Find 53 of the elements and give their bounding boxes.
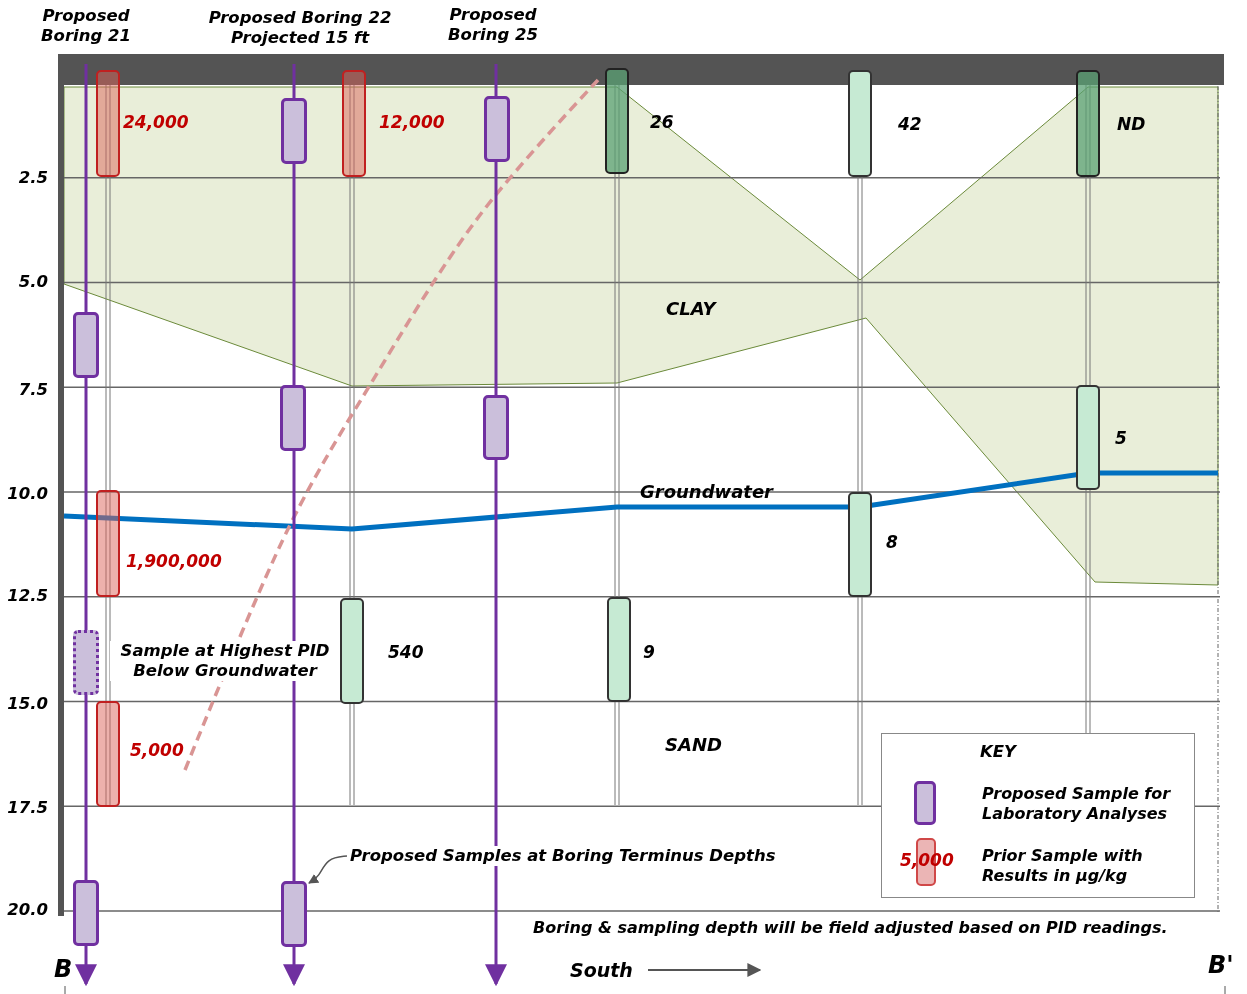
proposed-sample-marker [73,630,99,695]
sample-result: 24,000 [123,112,189,132]
prior-sample-marker [96,490,120,597]
proposed-sample-marker [280,385,306,451]
key-title: KEY [980,742,1016,762]
depth-label: 10.0 [6,484,48,504]
section-label: B' [1208,950,1234,980]
sample-result: 1,900,000 [126,551,222,571]
pid-reading: 42 [898,114,922,134]
depth-label: 15.0 [6,694,48,714]
sample-marker [1076,385,1100,490]
proposed-sample-marker [73,312,99,378]
layer-label: CLAY [666,299,716,319]
sample-result: 5,000 [130,740,184,760]
depth-label: 5.0 [17,272,48,292]
sample-marker [1076,70,1100,177]
pid-reading: 26 [650,112,674,132]
sample-marker [340,598,364,704]
proposed-sample-marker [281,881,307,947]
prior-sample-marker [342,70,366,177]
layer-label: SAND [665,735,722,755]
pid-reading: 540 [388,642,424,662]
proposed-sample-marker [73,880,99,946]
boring-label: Proposed Boring 25 [447,5,539,45]
note-text: Boring & sampling depth will be field adjusted based on PID readings. [533,918,1168,938]
pid-reading: 8 [886,532,898,552]
proposed-sample-marker [483,395,509,460]
section-label: B [54,954,73,984]
pid-reading: 9 [643,642,655,662]
depth-label: 7.5 [17,380,48,400]
pid-reading: ND [1117,114,1146,134]
depth-label: 20.0 [6,900,48,920]
sample-marker [607,597,631,702]
legend-text: Prior Sample with Results in µg/kg [982,846,1144,886]
prior-sample-marker [96,70,120,177]
depth-label: 17.5 [6,798,48,818]
legend-text: Proposed Sample for Laboratory Analyses [982,784,1172,824]
callout-text: Proposed Samples at Boring Terminus Depths [350,846,776,866]
depth-label: 12.5 [6,586,48,606]
boring-label: Proposed Boring 21 [40,6,132,46]
sample-result: 12,000 [379,112,445,132]
depth-label: 2.5 [17,168,48,188]
direction-label: South [570,960,633,980]
prior-sample-marker [96,701,120,807]
groundwater-label: Groundwater [640,482,773,502]
leader-arrow [308,855,348,884]
proposed-sample-marker [484,96,510,162]
proposed-sample-marker [281,98,307,164]
sample-marker [848,70,872,177]
sample-marker [848,492,872,597]
sample-marker [605,68,629,174]
pid-reading: 5 [1115,428,1127,448]
boring-label: Proposed Boring 22 Projected 15 ft [207,8,393,48]
